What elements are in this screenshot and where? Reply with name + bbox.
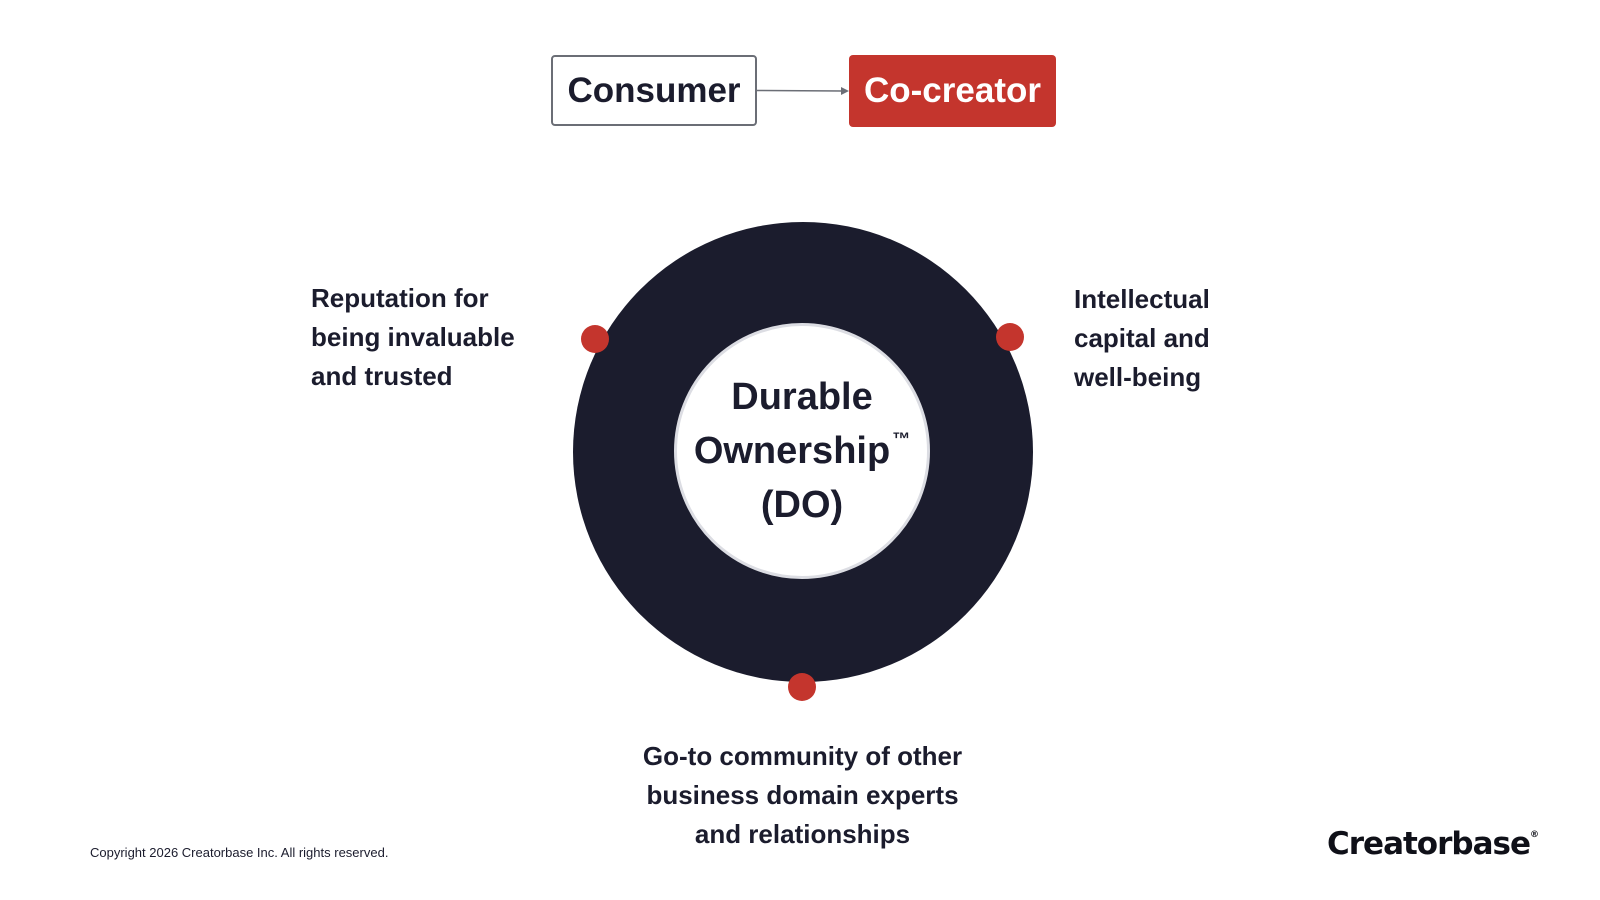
co-creator-label: Co-creator bbox=[864, 71, 1041, 110]
co-creator-box: Co-creator bbox=[849, 55, 1056, 127]
consumer-box: Consumer bbox=[551, 55, 757, 126]
outcome-line: Go-to community of other bbox=[642, 741, 963, 771]
trademark-mark: ™ bbox=[892, 429, 911, 449]
outcome-line: business domain experts bbox=[646, 780, 959, 810]
left-connector-dot bbox=[581, 325, 609, 353]
bottom-connector-dot bbox=[788, 673, 816, 701]
outcome-line: being invaluable bbox=[311, 322, 515, 352]
right-connector-dot bbox=[996, 323, 1024, 351]
hub-line-2: Ownership bbox=[693, 430, 891, 472]
outcome-line: well-being bbox=[1074, 362, 1202, 392]
outcome-line: Reputation for bbox=[311, 283, 489, 313]
outcome-line: Intellectual bbox=[1074, 284, 1210, 314]
copyright-text: Copyright 2026 Creatorbase Inc. All righ… bbox=[90, 845, 389, 860]
outcome-reputation: Reputation for being invaluable and trus… bbox=[311, 279, 515, 396]
consumer-label: Consumer bbox=[567, 70, 741, 110]
flow-arrow-line bbox=[756, 89, 844, 92]
hub-line-3: (DO) bbox=[760, 484, 844, 526]
outcome-line: and relationships bbox=[694, 819, 911, 849]
outcome-intellectual-capital: Intellectual capital and well-being bbox=[1074, 280, 1210, 397]
hub-line-1: Durable bbox=[731, 376, 873, 418]
registered-mark: ® bbox=[1529, 830, 1539, 840]
flow-arrow-head bbox=[841, 87, 849, 95]
outcome-line: and trusted bbox=[311, 361, 453, 391]
outcome-line: capital and bbox=[1074, 323, 1210, 353]
creatorbase-logo: Creatorbase® bbox=[1327, 826, 1539, 862]
outcome-community: Go-to community of other business domain… bbox=[600, 737, 1005, 854]
logo-text: Creatorbase bbox=[1327, 826, 1531, 862]
